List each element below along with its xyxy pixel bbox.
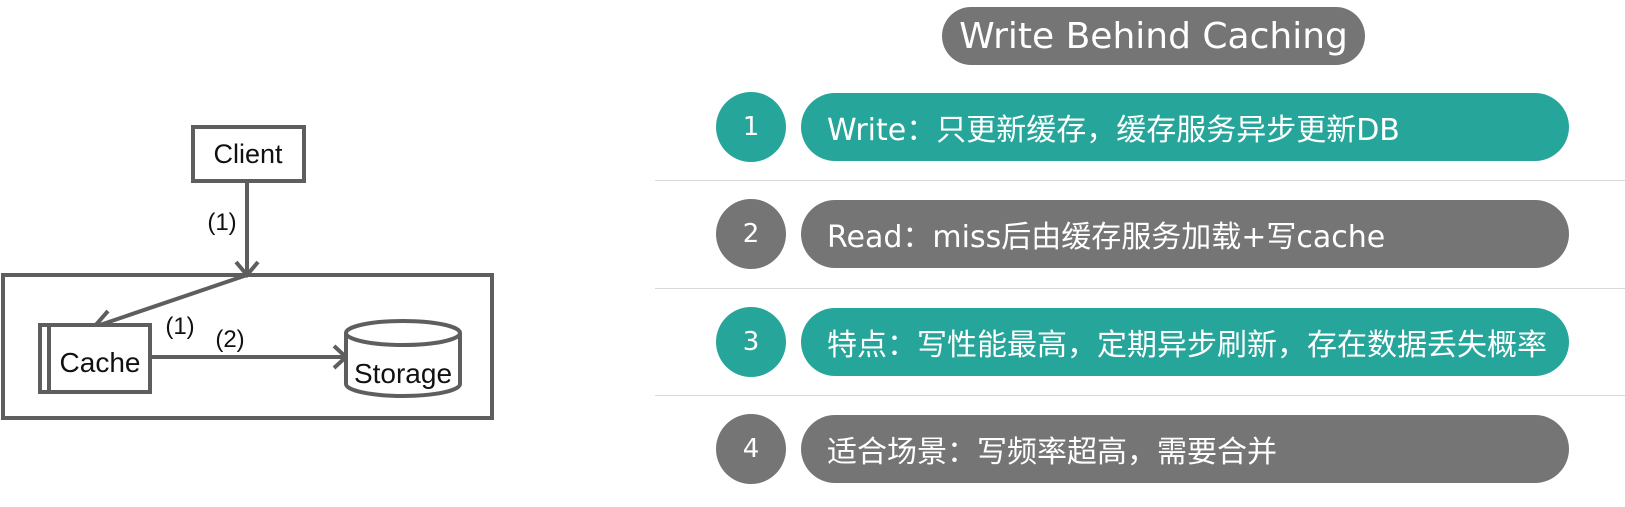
item-number-badge: 3: [716, 307, 786, 377]
item-number-badge: 2: [716, 199, 786, 269]
item-text-bar: Read：miss后由缓存服务加载+写cache: [801, 200, 1569, 268]
row-divider: [655, 180, 1625, 181]
storage-arrow-label: (2): [215, 326, 244, 353]
cache-box: [38, 323, 152, 394]
item-row-4: 4 适合场景：写频率超高，需要合并: [0, 409, 1625, 489]
item-text-bar: Write：只更新缓存，缓存服务异步更新DB: [801, 93, 1569, 161]
item-number-badge: 1: [716, 92, 786, 162]
row-divider: [655, 395, 1625, 396]
item-text-bar: 适合场景：写频率超高，需要合并: [801, 415, 1569, 483]
item-text-bar: 特点：写性能最高，定期异步刷新，存在数据丢失概率: [801, 308, 1569, 376]
cache-arrow: [93, 273, 248, 329]
cache-label: Cache: [60, 347, 141, 378]
item-row-2: 2 Read：miss后由缓存服务加载+写cache: [0, 194, 1625, 274]
storage-label: Storage: [354, 358, 452, 389]
storage-cylinder-body: [344, 333, 462, 398]
row-divider: [655, 288, 1625, 289]
client-label: Client: [213, 139, 283, 169]
title-badge: Write Behind Caching: [942, 7, 1365, 65]
storage-cylinder-top: [344, 319, 462, 347]
item-number-badge: 4: [716, 414, 786, 484]
item-row-3: 3 特点：写性能最高，定期异步刷新，存在数据丢失概率: [0, 302, 1625, 382]
cache-arrow-label: (1): [165, 313, 194, 340]
write-behind-diagram: Client Cache Storage (1) (1) (2): [1, 125, 494, 420]
item-row-1: 1 Write：只更新缓存，缓存服务异步更新DB: [0, 87, 1625, 167]
client-arrow-label: (1): [207, 209, 236, 236]
